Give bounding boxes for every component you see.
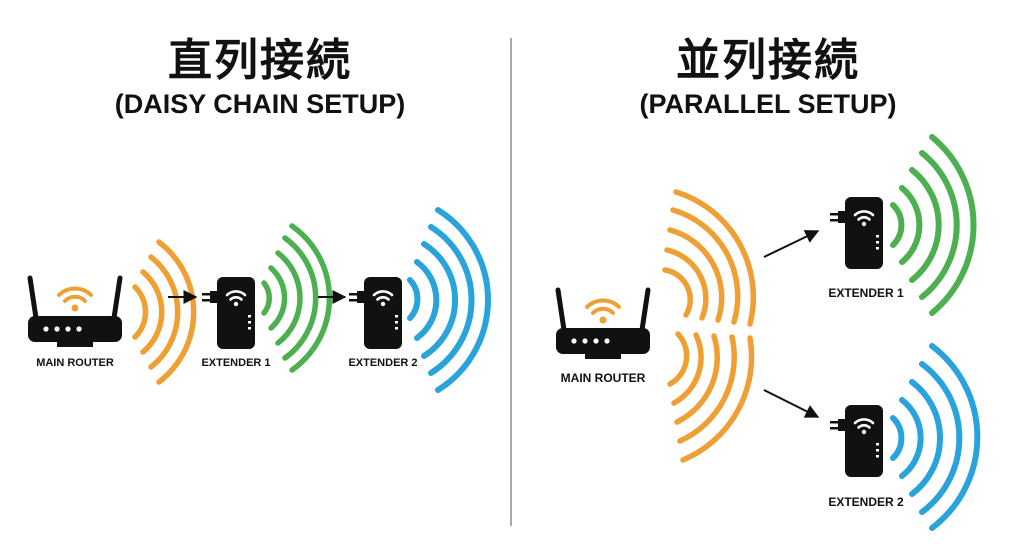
- left-extender1-label: EXTENDER 1: [201, 357, 270, 369]
- right-router-signal-upper: [662, 189, 757, 327]
- right-extender1-icon: [828, 195, 885, 271]
- right-title-en: (PARALLEL SETUP): [639, 89, 897, 119]
- right-title-jp: 並列接続: [676, 35, 860, 86]
- left-router-label: MAIN ROUTER: [36, 357, 114, 369]
- left-extender2-label: EXTENDER 2: [348, 357, 417, 369]
- left-router-signal: [132, 239, 197, 385]
- left-title-jp: 直列接続: [168, 35, 352, 86]
- left-router-icon: [28, 278, 122, 347]
- right-extender2-label: EXTENDER 2: [828, 495, 904, 509]
- left-extender1-signal: [261, 223, 333, 373]
- right-arrow-upper: [763, 230, 820, 258]
- left-extender2-icon: [347, 275, 404, 351]
- right-router-signal-lower: [667, 331, 755, 463]
- panel-divider: [510, 38, 512, 526]
- left-extender1-icon: [200, 275, 257, 351]
- right-extender2-icon: [828, 403, 885, 479]
- right-extender1-signal: [890, 134, 977, 316]
- left-extender2-signal: [407, 207, 491, 393]
- right-router-icon: [556, 290, 650, 359]
- right-router-label: MAIN ROUTER: [561, 371, 646, 385]
- left-title-en: (DAISY CHAIN SETUP): [114, 89, 406, 119]
- right-arrow-lower: [763, 389, 820, 418]
- right-extender1-label: EXTENDER 1: [828, 286, 904, 300]
- right-extender2-signal: [890, 343, 981, 531]
